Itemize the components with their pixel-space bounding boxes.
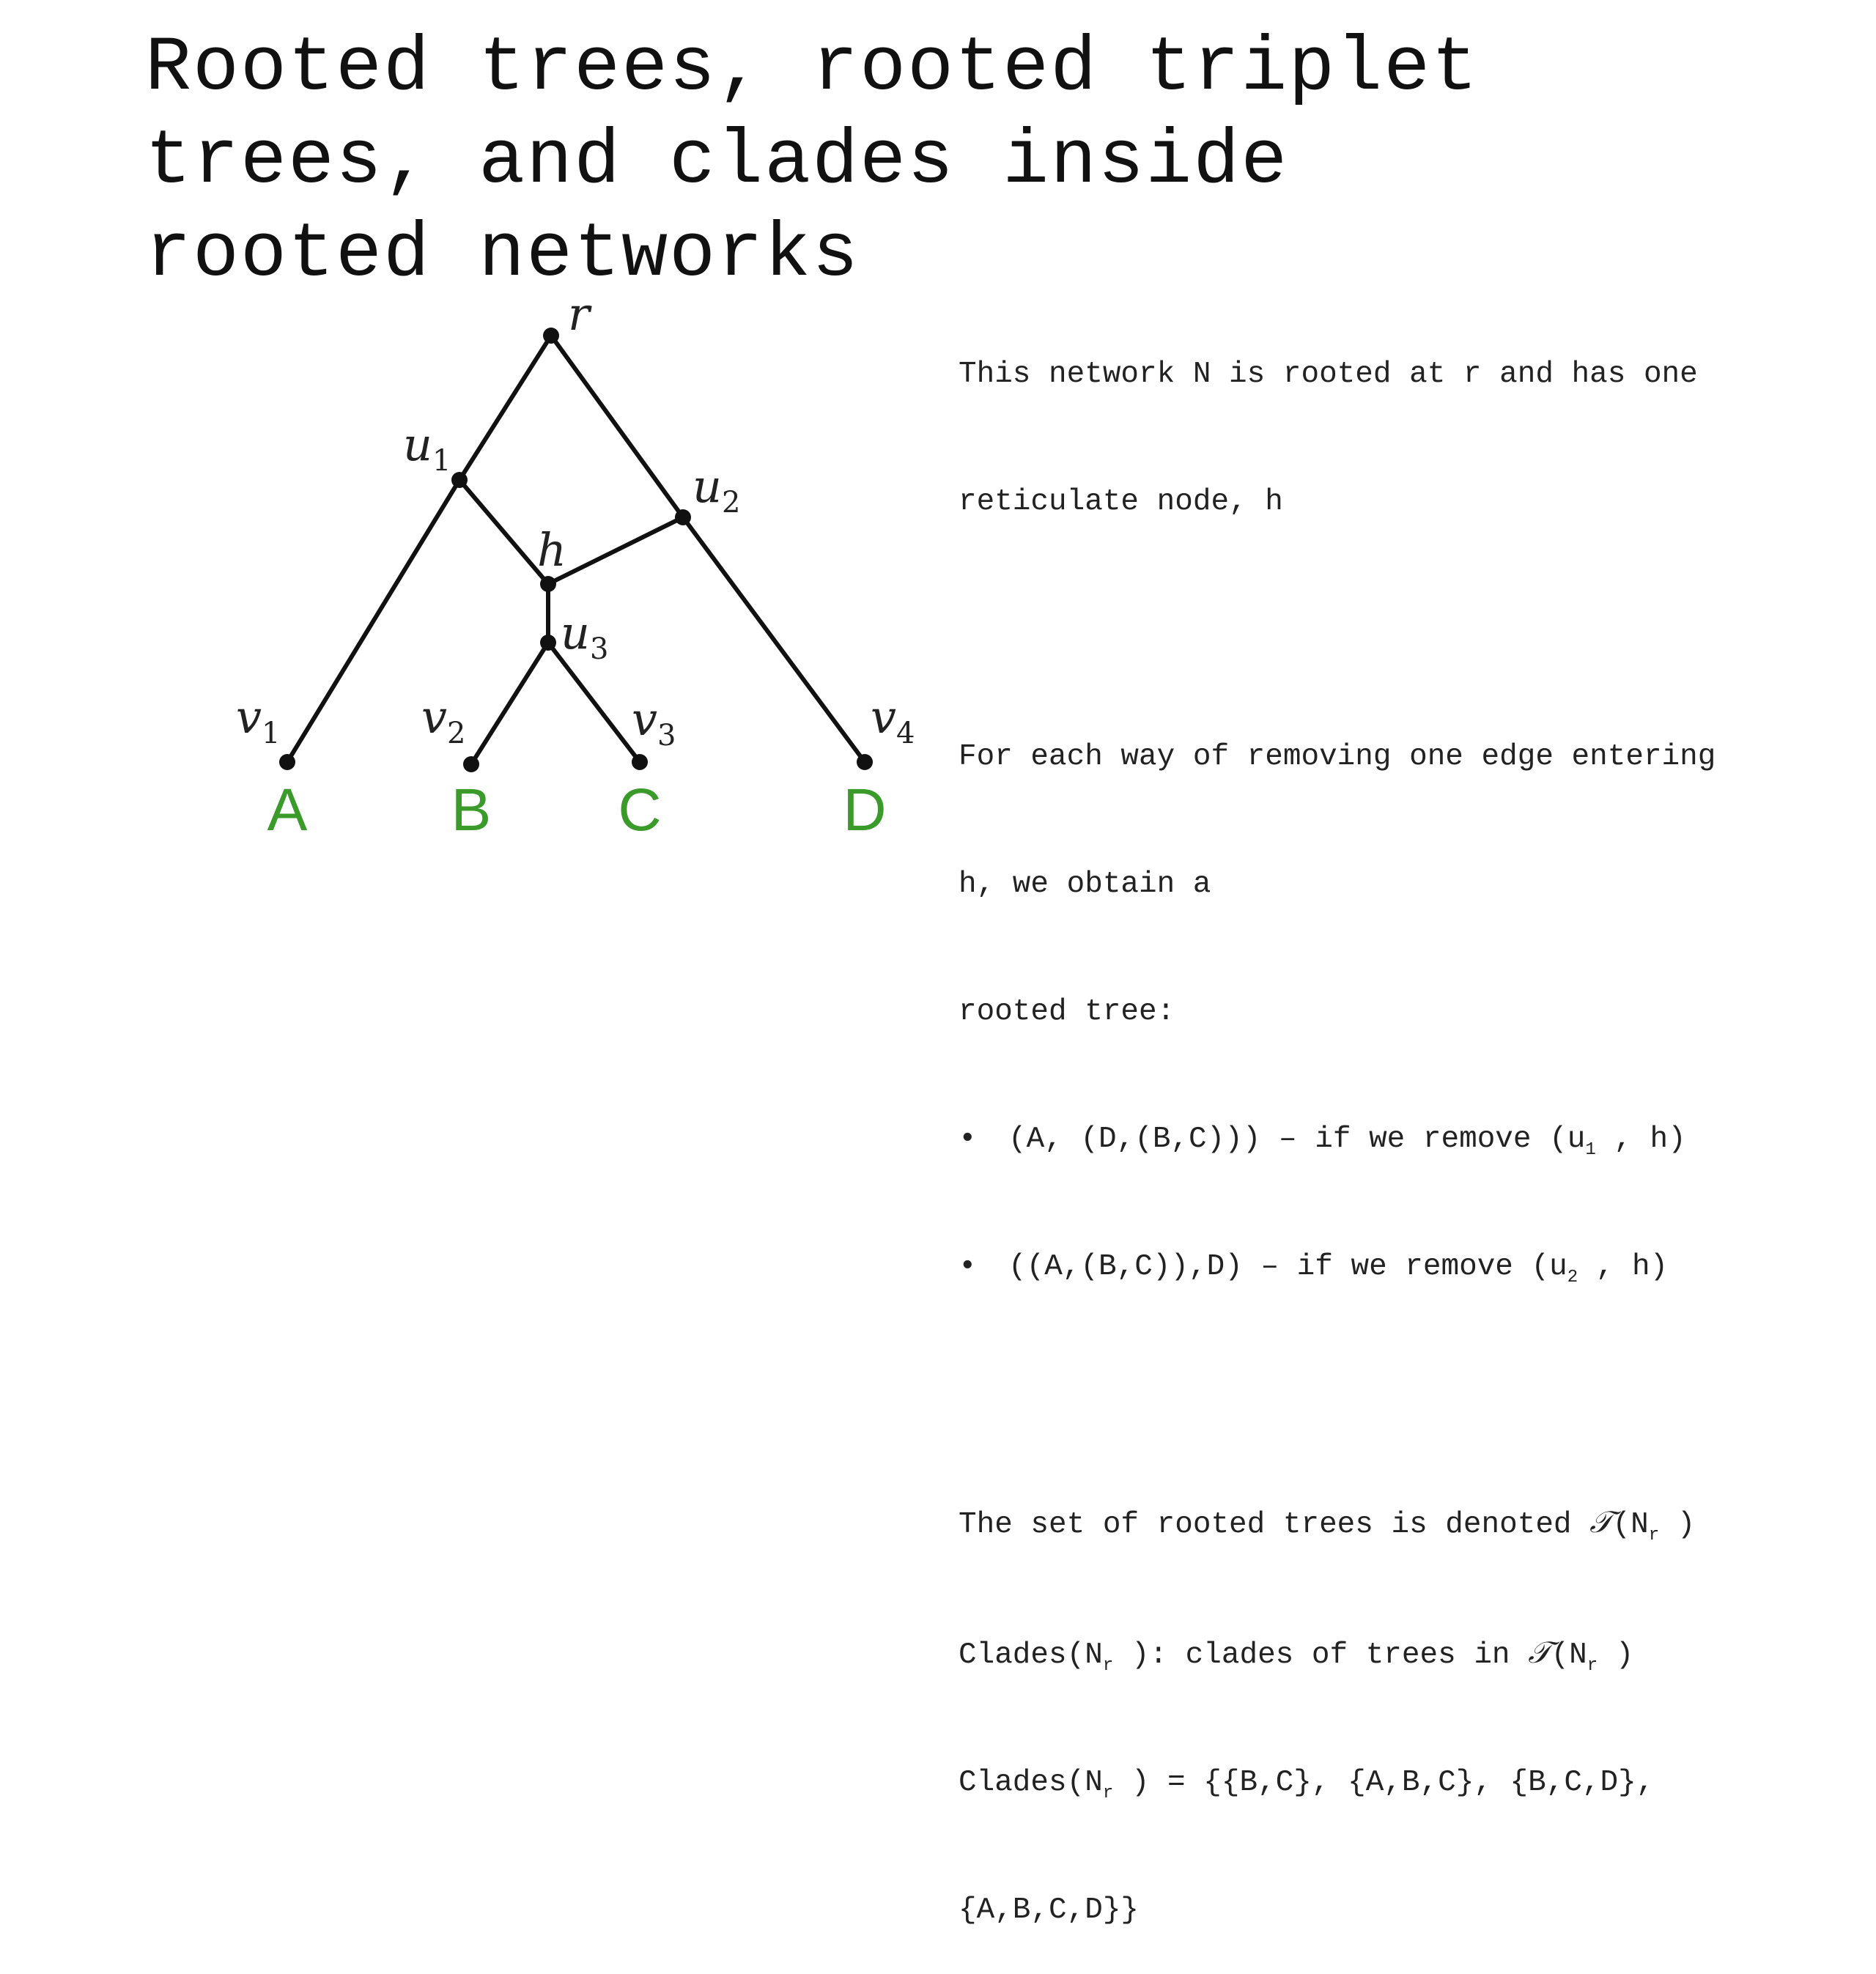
edge-u2-h (546, 515, 685, 586)
intro-line-2: reticulate node, h (959, 485, 1283, 519)
node-v2 (463, 756, 479, 772)
bullet-tree-2: •((A,(B,C)),D) – if we remove (u2 , h) (959, 1246, 1867, 1288)
node-v3 (632, 754, 648, 770)
label-u3: u3 (561, 606, 608, 666)
leaf-labels: A B C D (267, 777, 887, 843)
node-u1 (451, 472, 468, 488)
node-u3 (540, 635, 556, 651)
node-u2 (675, 509, 691, 525)
blank-line (959, 608, 1867, 651)
leaf-B: B (451, 777, 492, 843)
bullet-marker: • (959, 1250, 977, 1284)
label-v3: v3 (632, 692, 676, 753)
leaf-D: D (843, 777, 886, 843)
edge-u3-v3 (546, 640, 642, 764)
bullet-tree-1: •(A, (D,(B,C))) – if we remove (u1 , h) (959, 1118, 1867, 1161)
node-labels: r u1 u2 h u3 v1 v2 v3 v4 (236, 287, 915, 753)
label-u1: u1 (403, 418, 451, 478)
network-diagram: r u1 u2 h u3 v1 v2 v3 v4 A B C D (236, 287, 915, 843)
edge-r-u2 (549, 333, 685, 520)
removal-line-2: h, we obtain a (959, 868, 1211, 901)
removal-line-3: rooted tree: (959, 995, 1175, 1029)
edge-u3-v2 (469, 640, 550, 766)
node-v4 (857, 754, 873, 770)
label-u2: u2 (693, 459, 740, 520)
node-v1 (279, 754, 295, 770)
edge-u1-v1 (285, 478, 462, 764)
node-r (543, 328, 559, 344)
title-line-3: rooted networks (145, 211, 860, 298)
edge-u1-h (457, 478, 550, 586)
slide-title: Rooted trees, rooted triplet trees, and … (145, 22, 1757, 301)
clades-value-continued: {A,B,C,D}} (959, 1893, 1140, 1927)
leaf-A: A (267, 777, 308, 843)
network-edges (285, 333, 867, 766)
label-v2: v2 (421, 690, 465, 750)
node-h (540, 576, 556, 592)
bullet-marker: • (959, 1123, 977, 1156)
label-r: r (568, 287, 592, 341)
clades-value: Clades(Nr ) = {{B,C}, {A,B,C}, {B,C,D}, (959, 1766, 1655, 1803)
label-v4: v4 (871, 690, 915, 750)
blank-line (959, 1373, 1867, 1416)
title-line-1: Rooted trees, rooted triplet (145, 25, 1480, 112)
clades-definition: Clades(Nr ): clades of trees in 𝒯(Nr ) (959, 1635, 1634, 1676)
edge-r-u1 (457, 333, 553, 482)
label-v1: v1 (236, 690, 280, 750)
removal-line-1: For each way of removing one edge enteri… (959, 740, 1716, 774)
intro-line-1: This network N is rooted at r and has on… (959, 358, 1698, 391)
title-line-2: trees, and clades inside (145, 118, 1289, 205)
leaf-C: C (618, 777, 661, 843)
network-nodes (279, 328, 873, 772)
set-definition: The set of rooted trees is denoted 𝒯(Nr … (959, 1504, 1696, 1545)
edge-u2-v4 (681, 515, 867, 764)
explanation-text: This network N is rooted at r and has on… (959, 268, 1867, 1974)
label-h: h (537, 523, 566, 577)
